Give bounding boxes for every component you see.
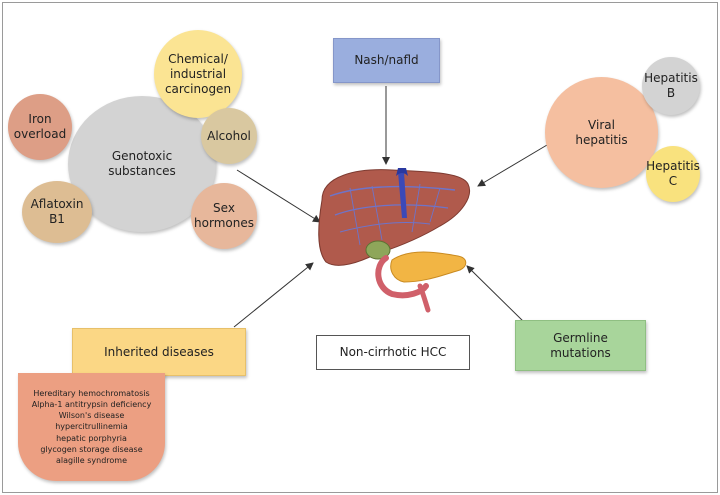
hepatitis-b-node: Hepatitis B bbox=[642, 57, 700, 115]
iron-overload-label: Iron overload bbox=[13, 112, 67, 141]
hepatitis-b-label: Hepatitis B bbox=[644, 71, 698, 100]
list-item: hypercitrullinemia bbox=[55, 422, 128, 432]
germline-mutations-label: Germline mutations bbox=[550, 330, 611, 360]
list-item: Wilson's disease bbox=[58, 411, 125, 421]
liver-shape bbox=[318, 169, 470, 266]
iron-overload-node: Iron overload bbox=[8, 94, 72, 160]
list-item: glycogen storage disease bbox=[40, 444, 143, 454]
aflatoxin-label: Aflatoxin B1 bbox=[30, 197, 84, 226]
arrow-inherited bbox=[233, 262, 314, 328]
viral-hepatitis-node: Viral hepatitis bbox=[545, 77, 658, 188]
arrow-genotoxic bbox=[236, 169, 321, 223]
alcohol-label: Alcohol bbox=[207, 128, 251, 143]
aflatoxin-node: Aflatoxin B1 bbox=[22, 181, 92, 243]
pancreas bbox=[390, 251, 467, 283]
sex-hormones-label: Sex hormones bbox=[194, 201, 254, 230]
viral-hepatitis-label: Viral hepatitis bbox=[575, 117, 628, 147]
chemical-carcinogen-node: Chemical/ industrial carcinogen bbox=[154, 30, 242, 118]
chemical-label: Chemical/ industrial carcinogen bbox=[164, 51, 232, 96]
non-cirrhotic-hcc-box: Non-cirrhotic HCC bbox=[316, 335, 470, 370]
arrow-viral bbox=[477, 144, 548, 187]
nash-nafld-box: Nash/nafld bbox=[333, 38, 440, 83]
non-cirrhotic-hcc-label: Non-cirrhotic HCC bbox=[339, 345, 447, 359]
alcohol-node: Alcohol bbox=[201, 108, 257, 164]
vena-cava bbox=[398, 172, 407, 218]
list-item: alagille syndrome bbox=[55, 455, 127, 465]
sex-hormones-node: Sex hormones bbox=[191, 183, 257, 249]
nash-nafld-label: Nash/nafld bbox=[354, 53, 419, 67]
germline-mutations-box: Germline mutations bbox=[515, 320, 646, 371]
inherited-diseases-box: Inherited diseases bbox=[72, 328, 246, 376]
arrow-germline bbox=[466, 265, 527, 325]
hepatitis-c-node: Hepatitis C bbox=[646, 146, 700, 202]
hepatitis-c-label: Hepatitis C bbox=[646, 159, 700, 188]
list-item: Hereditary hemochromatosis bbox=[33, 389, 150, 399]
inherited-diseases-label: Inherited diseases bbox=[104, 344, 214, 359]
list-item: Alpha-1 antitrypsin deficiency bbox=[31, 400, 152, 410]
genotoxic-label: Genotoxic substances bbox=[108, 149, 176, 178]
gallbladder bbox=[365, 240, 391, 260]
list-item: hepatic porphyria bbox=[56, 433, 127, 443]
inherited-diseases-list: Hereditary hemochromatosis Alpha-1 antit… bbox=[18, 373, 165, 481]
